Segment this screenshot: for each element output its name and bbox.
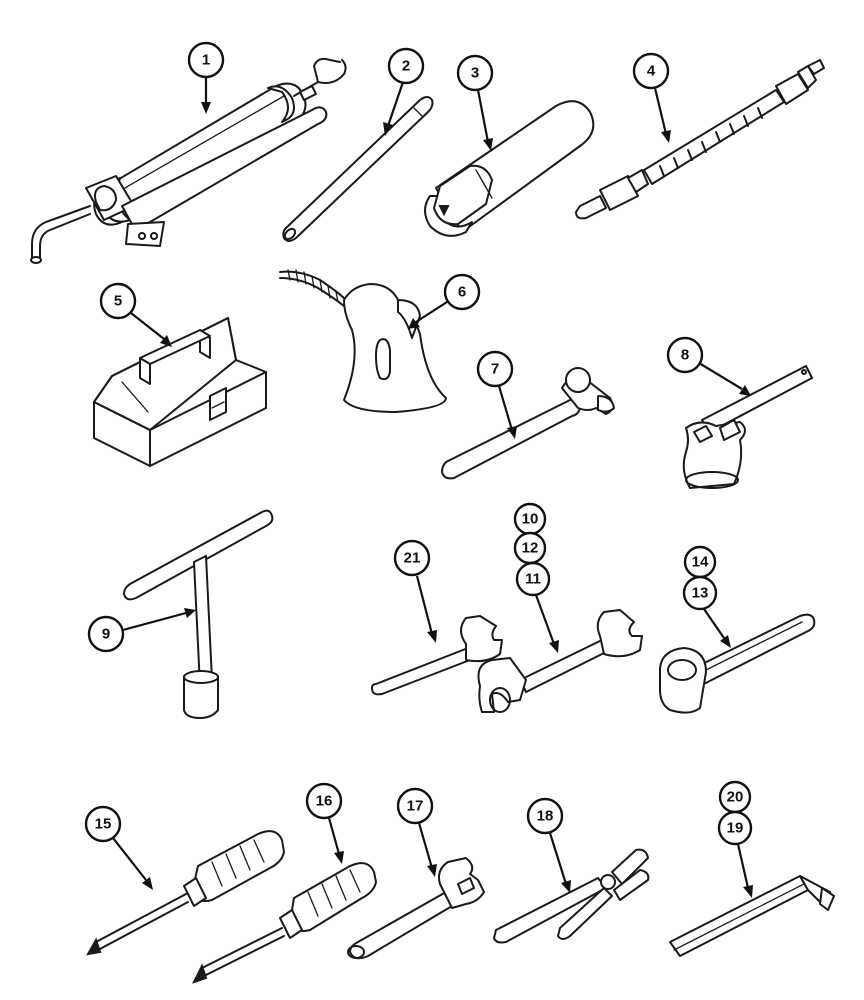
callout-14-label: 14 (692, 554, 709, 571)
callout-15-label: 15 (95, 816, 112, 833)
callout-13-label: 13 (692, 585, 709, 602)
grease-gun (30, 57, 347, 264)
callout-18: 18 (526, 797, 571, 893)
callout-17: 17 (396, 787, 437, 877)
double-open-end-wrench (477, 609, 643, 713)
callout-4: 4 (632, 52, 671, 143)
callout-4-label: 4 (647, 63, 656, 80)
screwdriver-15 (86, 830, 285, 956)
callout-18-label: 18 (537, 808, 554, 825)
callout-3: 3 (456, 54, 494, 151)
callout-2-label: 2 (402, 58, 410, 75)
callout-5: 5 (99, 282, 172, 347)
callout-8-label: 8 (681, 347, 689, 364)
callout-15: 15 (84, 805, 153, 890)
t-handle-wrench (123, 509, 274, 719)
callout-1: 1 (187, 41, 225, 114)
grease-cartridge (424, 100, 595, 237)
callout-6-label: 6 (458, 284, 466, 301)
callout-8: 8 (666, 336, 751, 396)
ball-peen-hammer (441, 367, 615, 480)
callout-17-label: 17 (407, 798, 424, 815)
callout-9-label: 9 (102, 626, 110, 643)
callout-19-label: 19 (727, 820, 744, 837)
hex-key (669, 875, 835, 957)
callout-2: 2 (383, 47, 425, 136)
callout-20-19: 20 19 (717, 780, 753, 898)
adjustable-wrench (347, 857, 485, 960)
callout-10-12-11: 10 12 11 (513, 502, 559, 653)
callout-14-13: 14 13 (682, 545, 731, 648)
open-end-wrench-21 (371, 615, 503, 696)
callout-16: 16 (305, 782, 344, 864)
callout-21: 21 (393, 539, 437, 643)
callout-1-label: 1 (202, 52, 210, 69)
callout-16-label: 16 (316, 793, 333, 810)
slip-joint-pliers (493, 848, 650, 944)
extension-tube (282, 96, 434, 242)
callout-21-label: 21 (404, 550, 421, 567)
callout-5-label: 5 (114, 293, 122, 310)
tool-box (93, 317, 267, 467)
callout-7: 7 (476, 350, 517, 439)
box-end-wrench (659, 613, 816, 714)
callout-6: 6 (408, 273, 481, 329)
oil-can (279, 269, 447, 413)
flexible-hose (575, 59, 825, 220)
screwdriver-16 (192, 862, 377, 984)
callout-20-label: 20 (727, 789, 744, 806)
callout-7-label: 7 (491, 361, 499, 378)
filter-wrench (682, 365, 813, 489)
callout-9: 9 (87, 608, 196, 653)
callout-3-label: 3 (471, 65, 479, 82)
callout-12-label: 12 (522, 540, 539, 557)
callout-10-label: 10 (522, 511, 539, 528)
callout-11-label: 11 (525, 571, 541, 588)
